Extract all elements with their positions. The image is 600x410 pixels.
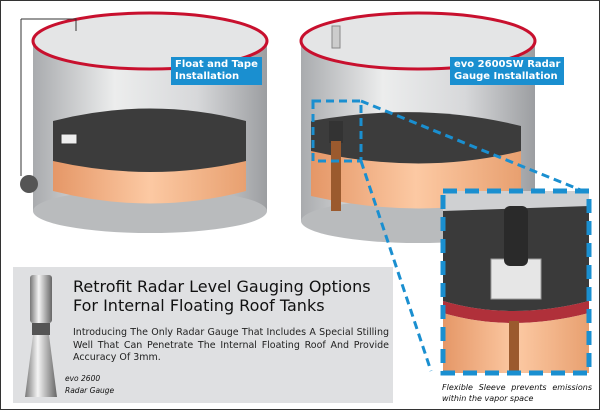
radar-label: evo 2600SW Radar Gauge Installation <box>450 57 565 85</box>
label-line: evo 2600SW Radar <box>454 59 561 70</box>
label-line: Installation <box>175 71 240 82</box>
info-panel: Retrofit Radar Level Gauging Options For… <box>13 267 393 403</box>
info-title: Retrofit Radar Level Gauging Options For… <box>73 277 371 315</box>
float-tape-tank <box>20 11 269 233</box>
float-tape-label: Float and Tape Installation <box>171 57 262 85</box>
label-line: Gauge Installation <box>454 71 558 82</box>
label-line: Float and Tape <box>175 59 258 70</box>
gauge-type: Radar Gauge <box>65 386 115 395</box>
gauge-name: evo 2600 <box>65 374 101 383</box>
inset-caption: Flexible Sleeve prevents emissions withi… <box>442 383 592 403</box>
radar-gauge-image <box>25 275 57 397</box>
zoom-inset <box>440 188 592 376</box>
info-body: Introducing The Only Radar Gauge That In… <box>73 327 389 363</box>
